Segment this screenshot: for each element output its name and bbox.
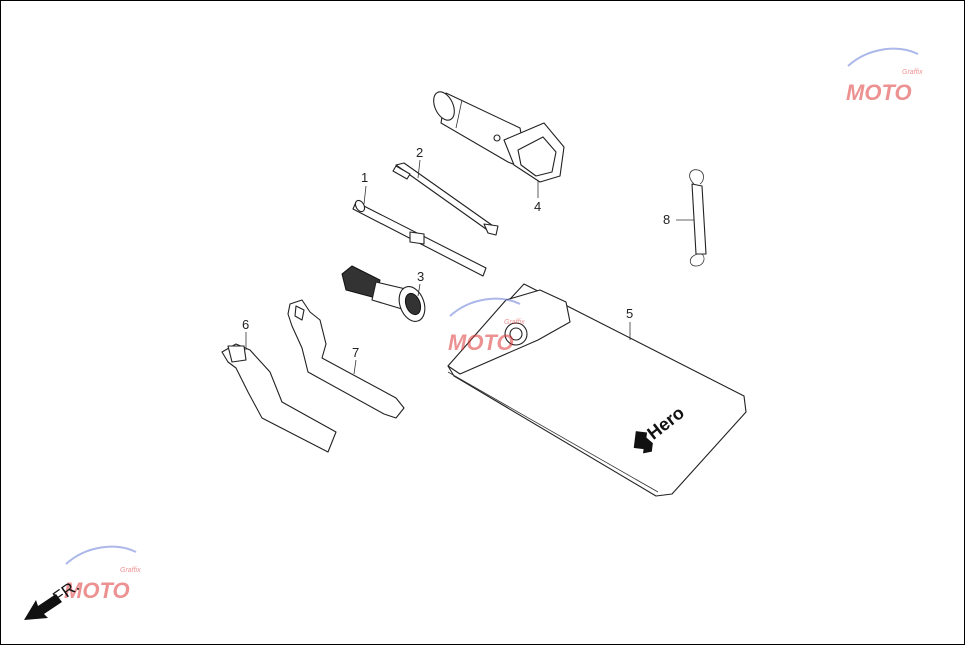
svg-text:MOTO: MOTO bbox=[448, 330, 514, 355]
part-screwdriver bbox=[392, 162, 499, 236]
moto-watermark-icon: MOTO Graffix bbox=[448, 297, 525, 355]
label-part-7: 7 bbox=[352, 345, 359, 360]
svg-text:Graffix: Graffix bbox=[504, 319, 525, 326]
part-hook-spanner bbox=[287, 299, 405, 419]
part-rod bbox=[352, 199, 487, 277]
label-part-6: 6 bbox=[242, 317, 249, 332]
label-part-3: 3 bbox=[417, 269, 424, 284]
svg-text:MOTO: MOTO bbox=[64, 578, 130, 603]
label-part-5: 5 bbox=[626, 306, 633, 321]
label-part-2: 2 bbox=[416, 145, 423, 160]
moto-watermark-icon: MOTO Graffix bbox=[846, 47, 923, 105]
part-tool-pouch: Hero bbox=[447, 283, 747, 497]
svg-text:Graffix: Graffix bbox=[902, 69, 923, 76]
part-spring-hook bbox=[689, 169, 707, 267]
moto-watermark-icon: MOTO Graffix bbox=[64, 545, 141, 603]
label-part-1: 1 bbox=[361, 170, 368, 185]
svg-text:Graffix: Graffix bbox=[120, 567, 141, 574]
leader-lines bbox=[245, 159, 694, 375]
svg-text:MOTO: MOTO bbox=[846, 80, 912, 105]
label-part-8: 8 bbox=[663, 212, 670, 227]
part-box-spanner bbox=[433, 91, 565, 183]
part-c-spanner bbox=[221, 343, 337, 453]
part-labels: 1 2 3 4 5 6 7 8 bbox=[242, 145, 670, 360]
label-part-4: 4 bbox=[534, 199, 541, 214]
arrow-left-down-icon bbox=[24, 594, 62, 620]
